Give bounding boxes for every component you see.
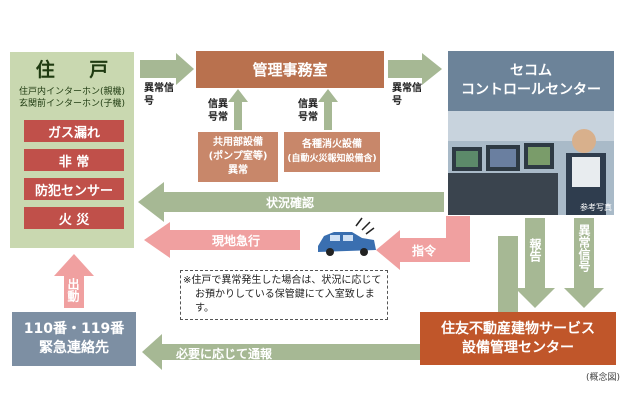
alarm-security-sensor: 防犯センサー (24, 178, 124, 200)
secom-line1: セコム (510, 63, 552, 79)
alarm-emergency: 非 常 (24, 149, 124, 171)
sumitomo-line1: 住友不動産建物サービス (441, 320, 595, 337)
sumitomo-facility-center: 住友不動産建物サービス 設備管理センター (420, 312, 616, 365)
sumitomo-line2: 設備管理センター (462, 339, 574, 356)
label-status-check: 状況確認 (265, 196, 314, 210)
fire-equipment-line1: 各種消火設備 (302, 139, 362, 150)
residence-title: 住 戸 (35, 58, 123, 81)
alarm-gas-leak: ガス漏れ (24, 120, 124, 142)
management-office: 管理事務室 (196, 51, 384, 88)
emergency-contact: 110番・119番 緊急連絡先 (12, 312, 136, 366)
secom-control-center: セコム コントロールセンター (448, 51, 614, 111)
residence-block: 住 戸 住戸内インターホン(親機) 玄関前インターホン(子機) ガス漏れ 非 常… (10, 52, 134, 248)
arrow-office-to-secom (388, 53, 442, 85)
arrow-fire-up (318, 89, 338, 130)
diagram-caption: (概念図) (585, 373, 620, 383)
arrow-status-check (138, 182, 444, 222)
intercom-main-label: 住戸内インターホン(親機) (18, 87, 126, 97)
arrow-abnormal-signal (564, 218, 604, 308)
reference-photo (448, 111, 614, 215)
emergency-line2: 緊急連絡先 (39, 340, 109, 356)
label-notify-as-needed: 必要に応じて通報 (176, 347, 273, 361)
fire-equipment-line2: (自動火災報知設備含) (287, 154, 377, 164)
common-equipment-line3: 異常 (228, 165, 248, 176)
label-dispatch-order: 指令 (411, 244, 436, 258)
note-box: ※住戸で異常発生した場合は、状況に応じてお預かりしている保管鍵にて入室致します。 (180, 270, 388, 320)
arrow-rush-to-site (144, 222, 300, 258)
label-abnormal-signal-1: 異常信号 (144, 83, 174, 107)
arrow-report (515, 218, 555, 308)
arrow-dispatch (54, 254, 94, 308)
common-equipment-line2: (ポンプ室等) (208, 151, 268, 162)
intercom-entrance-label: 玄関前インターホン(子機) (18, 99, 126, 109)
emergency-line1: 110番・119番 (23, 321, 125, 337)
car-icon (318, 217, 376, 256)
label-abnormal-signal-2: 異常信号 (392, 83, 422, 107)
arrow-dispatch-order (376, 216, 470, 270)
secom-line2: コントロールセンター (461, 82, 601, 98)
arrow-common-up (228, 89, 248, 130)
common-equipment-line1: 共用部設備 (213, 137, 263, 148)
alarm-fire: 火 災 (24, 207, 124, 229)
label-dispatch: 出動 (66, 278, 80, 302)
label-rush-to-site: 現地急行 (211, 234, 260, 248)
operator-photo (448, 111, 614, 215)
photo-caption: 参考写真 (580, 203, 612, 212)
common-equipment-box: 共用部設備 (ポンプ室等) 異常 (198, 132, 278, 182)
label-report: 報告 (528, 238, 542, 262)
label-signal-abnormal-right: 信異号常 (298, 99, 318, 123)
label-signal-abnormal-left: 信異号常 (208, 99, 228, 123)
arrow-residence-to-office (140, 53, 194, 85)
label-abnormal-signal-vertical: 異常信号 (577, 224, 591, 272)
fire-equipment-box: 各種消火設備 (自動火災報知設備含) (284, 132, 380, 172)
